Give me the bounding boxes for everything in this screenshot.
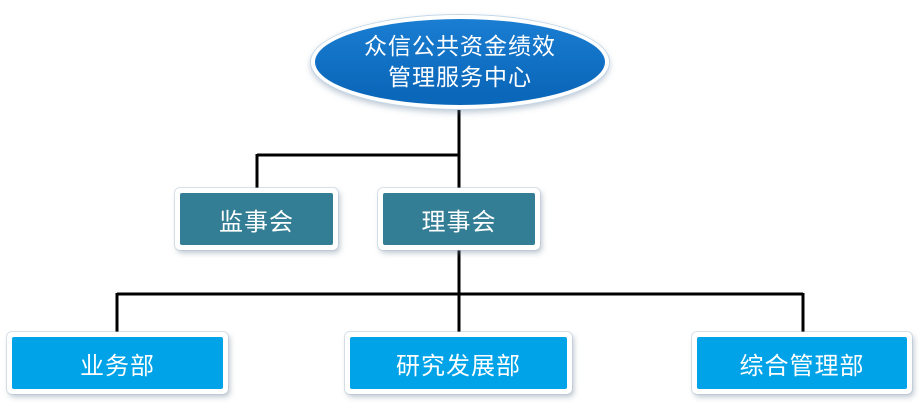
node-council: 理事会: [378, 188, 540, 250]
node-root-center: 众信公共资金绩效 管理服务中心: [311, 15, 609, 109]
node-business-dept-label: 业务部: [12, 337, 223, 389]
node-root-label-line2: 管理服务中心: [388, 64, 532, 90]
connector-root-to-level2: [255, 104, 461, 190]
node-research-development-dept-label: 研究发展部: [350, 337, 567, 389]
node-supervisory-board: 监事会: [175, 188, 338, 250]
node-root-label-line1: 众信公共资金绩效: [364, 32, 556, 59]
node-council-label: 理事会: [383, 193, 535, 245]
node-supervisory-board-label: 监事会: [180, 193, 333, 245]
node-general-management-dept-label: 综合管理部: [697, 337, 907, 389]
node-research-development-dept: 研究发展部: [345, 332, 572, 394]
node-general-management-dept: 综合管理部: [692, 332, 912, 394]
node-business-dept: 业务部: [7, 332, 228, 394]
connector-level2-to-level3: [115, 248, 805, 334]
